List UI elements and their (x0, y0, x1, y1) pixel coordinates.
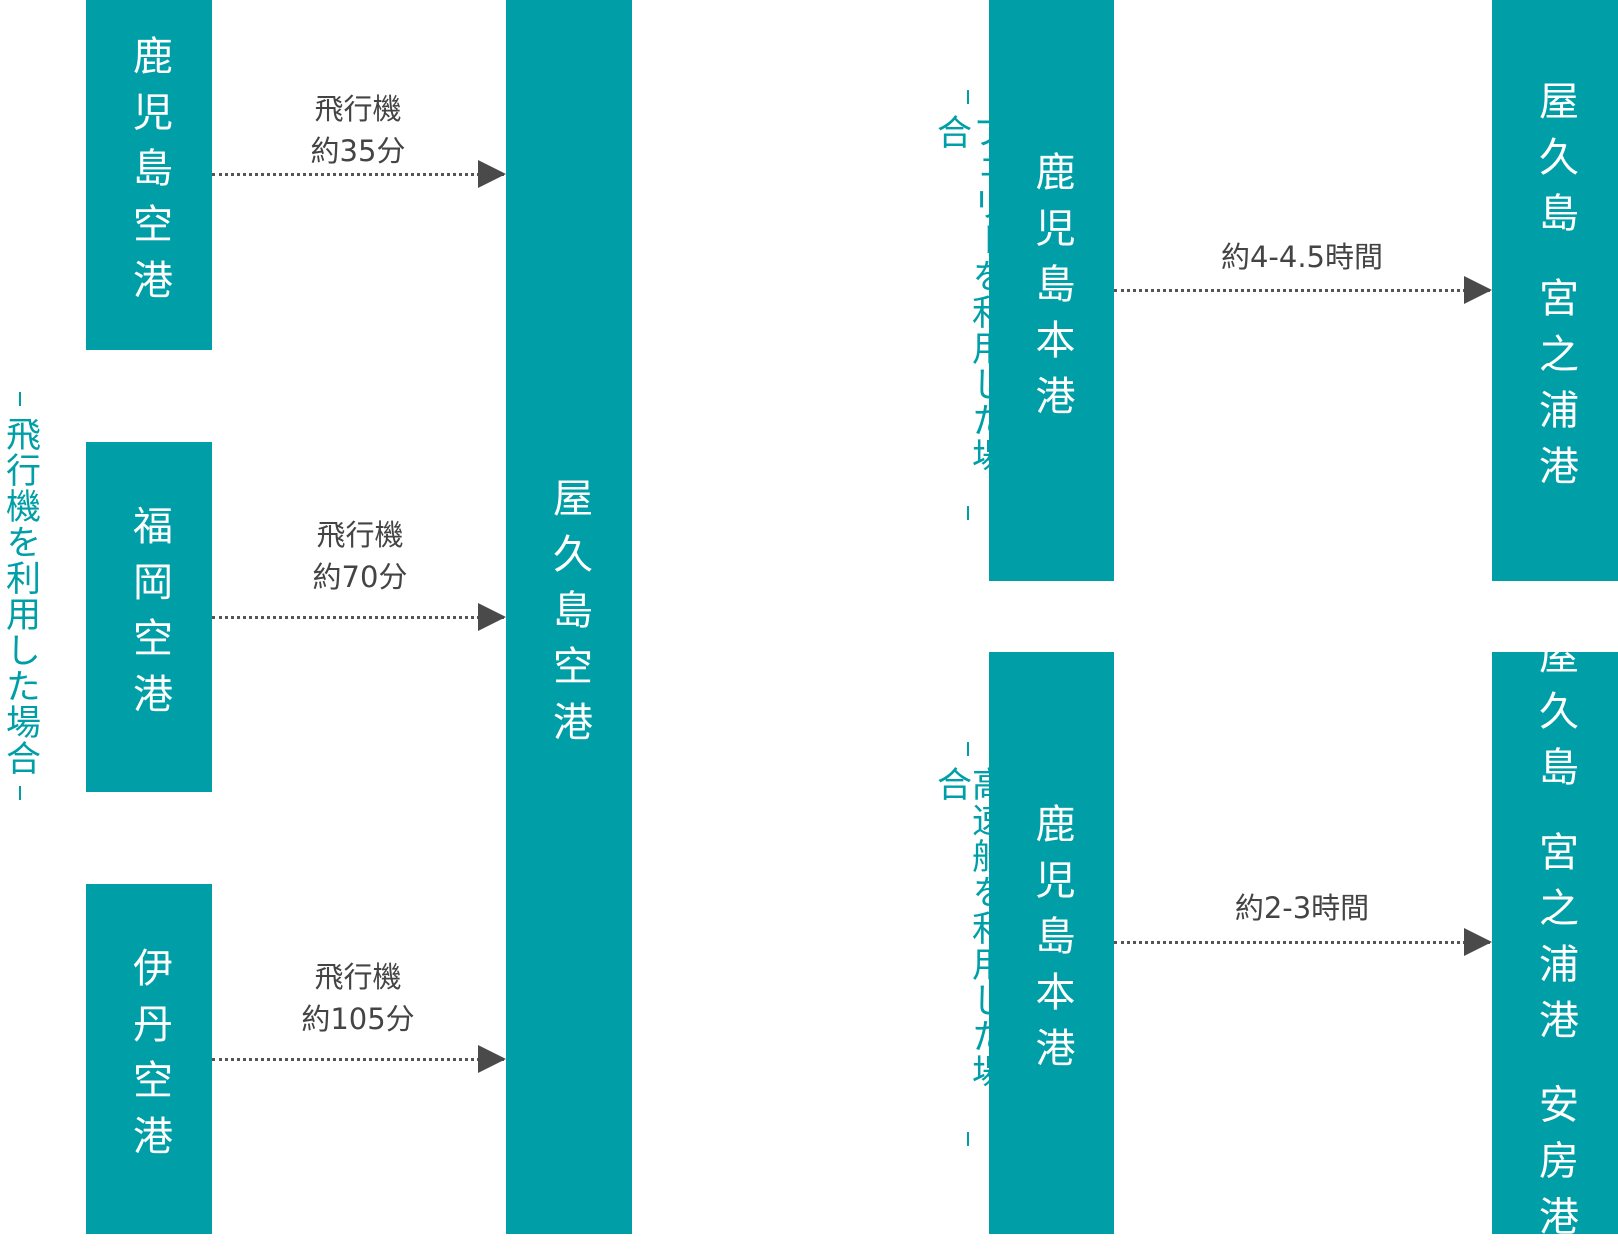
route-label: 飛行機約35分 (311, 88, 406, 172)
ferry-time-label: 約4-4.5時間 (1221, 236, 1383, 278)
route-label: 飛行機約105分 (301, 956, 414, 1040)
origin-label: 伊丹空港 (126, 947, 172, 1171)
route-time: 約70分 (312, 560, 408, 594)
origin-itami-airport: 伊丹空港 (86, 884, 212, 1234)
arrow-right (1114, 276, 1492, 304)
origin-label: 鹿児島本港 (1028, 150, 1075, 431)
origin-label: 鹿児島空港 (126, 35, 172, 315)
origin-label: 鹿児島本港 (1028, 803, 1075, 1083)
route-time: 約4-4.5時間 (1220, 240, 1384, 274)
arrow-right (212, 603, 506, 631)
route-mode: 飛行機 (314, 960, 402, 994)
destination-miyanoura-port: 屋久島 宮之浦港 (1492, 0, 1618, 581)
origin-label: 福岡空港 (126, 505, 172, 729)
destination-yakushima-airport: 屋久島空港 (506, 0, 632, 1234)
origin-kagoshima-airport: 鹿児島空港 (86, 0, 212, 350)
route-time: 約105分 (301, 1002, 415, 1036)
destination-label: 屋久島 宮之浦港 (1532, 80, 1578, 501)
route-mode: 飛行機 (316, 518, 404, 552)
route-mode: 飛行機 (314, 92, 402, 126)
route-label: 飛行機約70分 (313, 514, 408, 598)
origin-kagoshima-port-ferry: 鹿児島本港 (989, 0, 1114, 581)
arrow-right (1114, 928, 1492, 956)
route-time: 約35分 (310, 134, 406, 168)
origin-fukuoka-airport: 福岡空港 (86, 442, 212, 792)
plane-section-label: 飛行機を利用した場合 (0, 382, 40, 836)
arrow-right (212, 1045, 506, 1073)
destination-label: 屋久島 宮之浦港 安房港 (1532, 634, 1578, 1252)
destination-label: 屋久島空港 (546, 477, 592, 757)
highspeed-time-label: 約2-3時間 (1235, 887, 1369, 929)
route-time: 約2-3時間 (1234, 891, 1370, 925)
plane-section-label-text: 飛行機を利用した場合 (0, 416, 40, 776)
arrow-right (212, 160, 506, 188)
origin-kagoshima-port-highspeed: 鹿児島本港 (989, 652, 1114, 1234)
destination-miyanoura-anbo-port: 屋久島 宮之浦港 安房港 (1492, 634, 1618, 1252)
